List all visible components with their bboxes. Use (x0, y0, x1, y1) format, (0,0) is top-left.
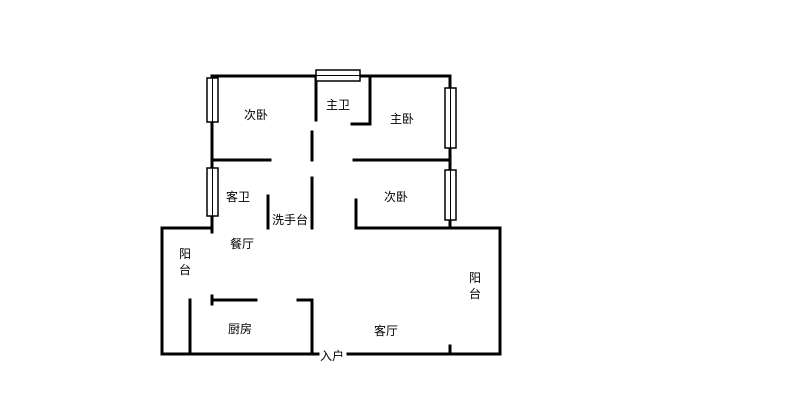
room-label-living-room: 客厅 (374, 324, 399, 338)
windows (206, 69, 457, 221)
room-label-master-bathroom: 主卫 (326, 98, 351, 112)
room-label-master-bedroom: 主卧 (390, 112, 415, 126)
room-label-dining-room: 餐厅 (230, 237, 255, 251)
room-label-wash-basin: 洗手台 (272, 213, 309, 227)
window-west-bedroom (206, 77, 219, 123)
entrance-label: 入户 (320, 349, 345, 363)
room-label-balcony-east: 阳台 (468, 271, 481, 301)
room-label-secondary-bedroom-north: 次卧 (244, 108, 269, 122)
room-label-kitchen: 厨房 (228, 322, 253, 336)
window-west-guestbath (206, 167, 219, 217)
walls (160, 74, 502, 356)
window-east-master (444, 87, 457, 149)
room-label-balcony-west: 阳台 (178, 247, 191, 277)
room-label-secondary-bedroom-east: 次卧 (384, 190, 409, 204)
room-label-guest-bathroom: 客卫 (226, 190, 251, 204)
window-north-top (315, 69, 361, 82)
window-east-bedroom (444, 169, 457, 221)
